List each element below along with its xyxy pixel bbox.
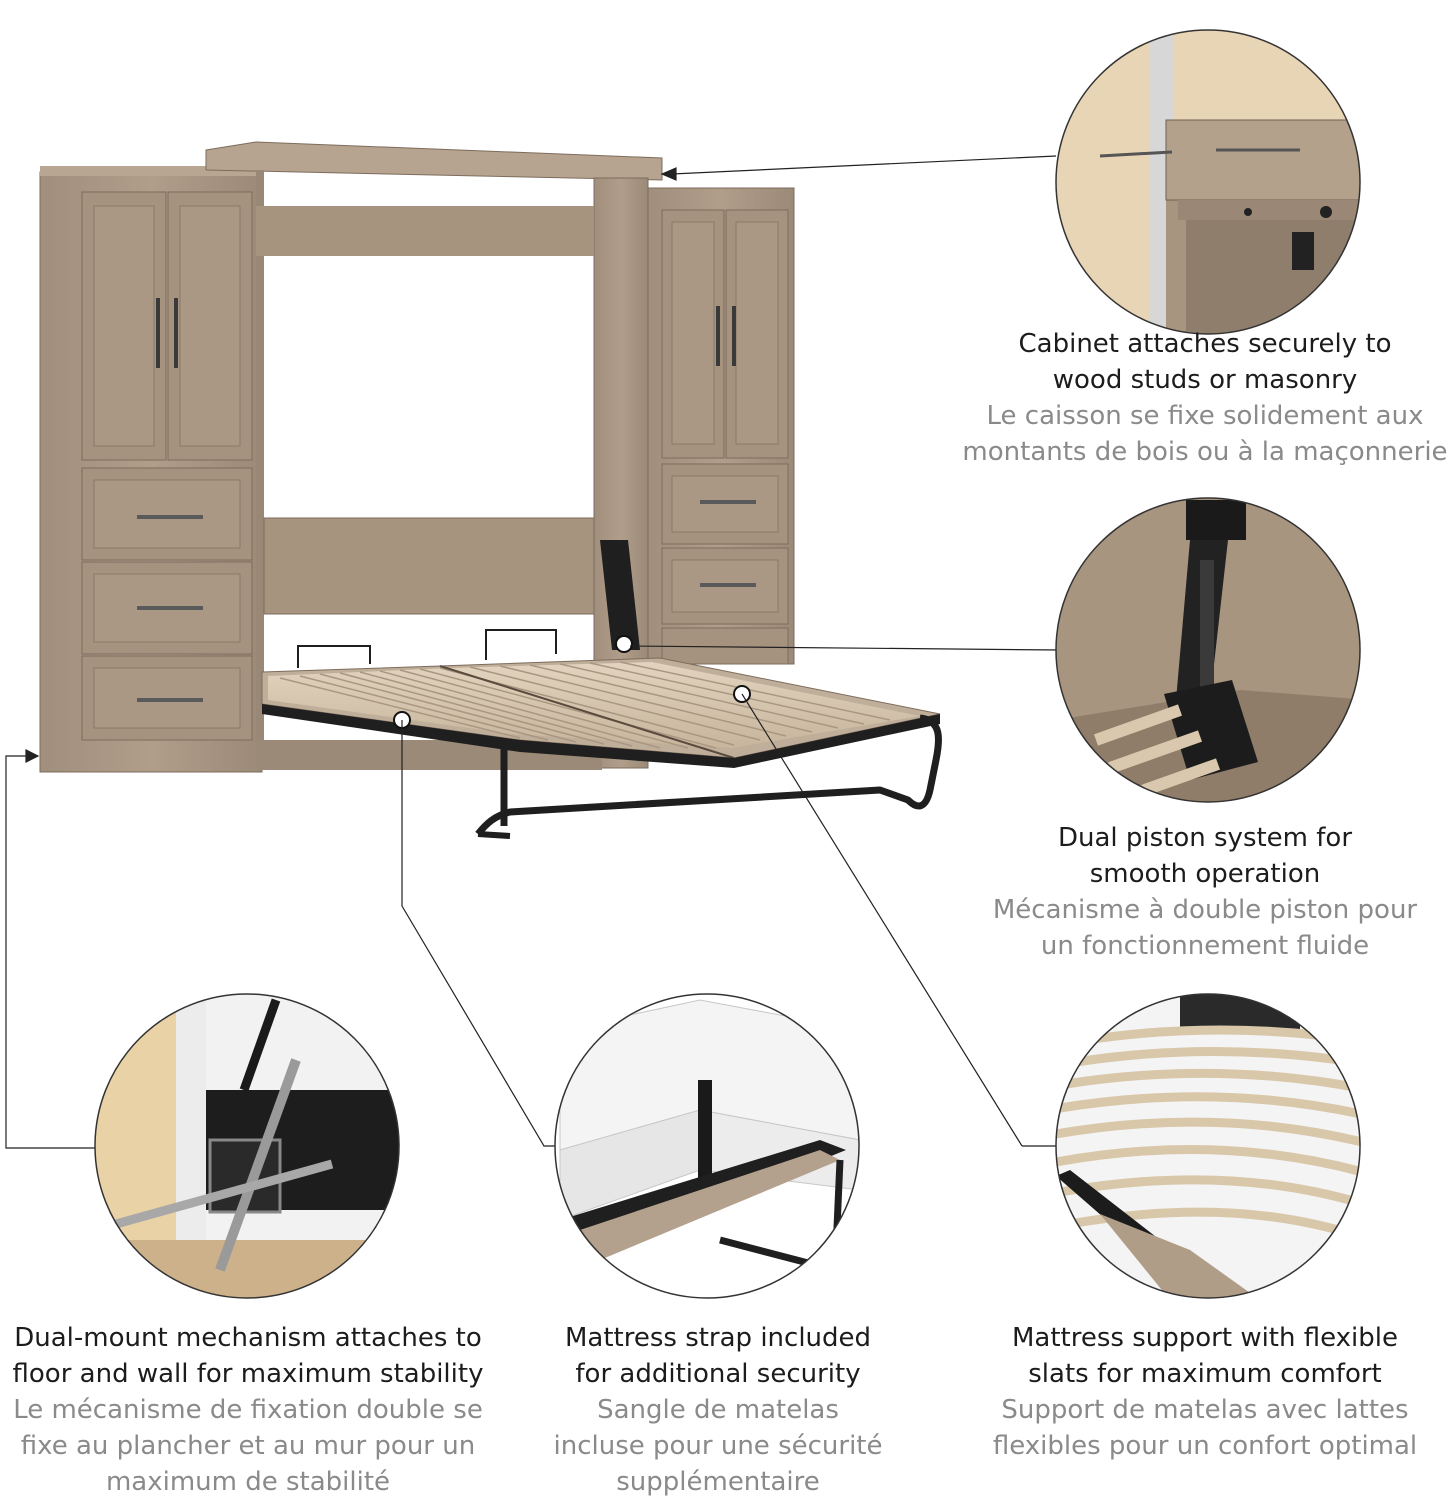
caption-dual-mount-fr: Le mécanisme de fixation double se fixe … <box>13 1395 483 1497</box>
caption-slats-fr: Support de matelas avec lattes flexibles… <box>992 1395 1418 1461</box>
detail-circle-1 <box>1055 29 1361 335</box>
detail-circle-5 <box>1055 993 1361 1299</box>
caption-wall-fixing: Cabinet attaches securely to wood studs … <box>950 326 1456 470</box>
caption-dual-mount: Dual-mount mechanism attaches to floor a… <box>0 1320 496 1500</box>
caption-strap-fr: Sangle de matelas incluse pour une sécur… <box>553 1395 883 1497</box>
callout-lines <box>5 155 1061 1149</box>
detail-circle-4 <box>554 993 860 1299</box>
piston-arm <box>600 540 640 653</box>
caption-wall-fixing-en: Cabinet attaches securely to wood studs … <box>1018 329 1392 395</box>
caption-piston: Dual piston system for smooth operation … <box>950 820 1456 964</box>
detail-wall-fixing <box>1056 30 1360 334</box>
detail-circle-3 <box>94 993 400 1299</box>
caption-dual-mount-en: Dual-mount mechanism attaches to floor a… <box>12 1323 484 1389</box>
caption-strap-en: Mattress strap included for additional s… <box>564 1323 872 1389</box>
detail-flexible-slats <box>1056 994 1360 1298</box>
caption-slats: Mattress support with flexible slats for… <box>960 1320 1450 1464</box>
caption-strap: Mattress strap included for additional s… <box>530 1320 906 1500</box>
right-cabinet <box>647 187 795 665</box>
caption-piston-en: Dual piston system for smooth operation <box>1057 823 1353 889</box>
detail-circle-2 <box>1055 497 1361 803</box>
left-cabinet <box>39 166 263 773</box>
caption-piston-fr: Mécanisme à double piston pour un foncti… <box>992 895 1418 961</box>
detail-piston <box>1056 498 1360 802</box>
bed-cabinet-frame <box>205 141 663 770</box>
detail-floor-wall-mount <box>95 994 399 1298</box>
caption-slats-en: Mattress support with flexible slats for… <box>1012 1323 1398 1389</box>
caption-wall-fixing-fr: Le caisson se fixe solidement aux montan… <box>962 401 1448 467</box>
bed-platform <box>261 629 942 839</box>
detail-mattress-strap <box>555 994 859 1298</box>
